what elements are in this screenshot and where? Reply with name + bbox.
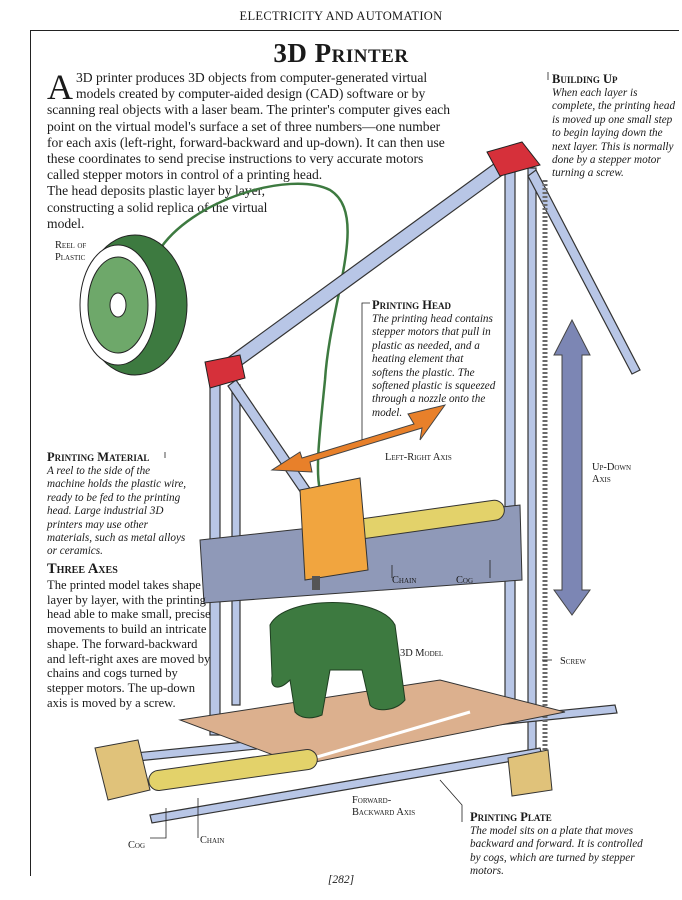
caption-printing-plate: Printing Plate The model sits on a plate…: [470, 810, 655, 879]
running-head: ELECTRICITY AND AUTOMATION: [239, 9, 443, 23]
label-up-down-axis: Up-Down Axis: [592, 462, 632, 485]
label-chain-top: Chain: [392, 575, 417, 586]
corner-top-left: [204, 354, 246, 389]
three-axes-head: Three Axes: [47, 561, 118, 577]
leader-cog-bottom: [150, 808, 167, 839]
caption-building-up: Building Up When each layer is complete,…: [552, 72, 677, 181]
page-number: [282]: [327, 874, 355, 886]
corner-top-right: [486, 141, 541, 177]
caption-printing-plate-head: Printing Plate: [470, 810, 552, 824]
up-down-arrow: [553, 318, 591, 616]
caption-building-up-body: When each layer is complete, the printin…: [552, 87, 676, 180]
label-cog-top: Cog: [456, 575, 474, 586]
foot-block: [507, 749, 553, 797]
three-axes-body: The printed model takes shape layer by l…: [47, 578, 211, 710]
caption-printing-material-body: A reel to the side of the machine holds …: [47, 465, 187, 558]
label-chain-bottom: Chain: [200, 835, 225, 846]
label-forward-backward-axis: Forward-Backward Axis: [352, 795, 416, 818]
chain-bottom: [148, 749, 318, 791]
printing-head: [299, 477, 369, 581]
label-reel: Reel of Plastic: [55, 240, 87, 263]
leader-printing-head: [361, 302, 370, 440]
caption-printing-head: Printing Head The printing head contains…: [372, 298, 497, 420]
leader-printing-plate: [439, 779, 463, 822]
label-left-right-axis: Left-Right Axis: [385, 452, 452, 463]
label-cog-bottom: Cog: [128, 840, 146, 851]
label-3d-model: 3D Model: [400, 648, 444, 659]
intro-tail: The head deposits plastic layer by layer…: [47, 183, 268, 231]
caption-printing-head-head: Printing Head: [372, 298, 451, 312]
caption-printing-material-head: Printing Material: [47, 450, 150, 464]
printing-plate: [178, 679, 566, 766]
caption-printing-plate-body: The model sits on a plate that moves bac…: [470, 825, 643, 878]
left-right-arrow: [270, 404, 447, 473]
drop-cap: A: [47, 67, 73, 107]
three-axes-section: Three Axes The printed model takes shape…: [47, 560, 212, 710]
model-elephant: [269, 602, 406, 719]
caption-printing-head-body: The printing head contains stepper motor…: [372, 313, 496, 419]
filament-wire: [156, 182, 349, 491]
reel-of-plastic: [79, 234, 188, 376]
caption-building-up-head: Building Up: [552, 72, 618, 86]
label-screw: Screw: [560, 656, 586, 667]
bottom-block: [94, 739, 151, 801]
page-title: 3D Printer: [273, 38, 409, 68]
caption-printing-material: Printing Material A reel to the side of …: [47, 450, 187, 559]
page-frame: [30, 30, 679, 876]
intro-text: 3D printer produces 3D objects from comp…: [47, 70, 451, 183]
